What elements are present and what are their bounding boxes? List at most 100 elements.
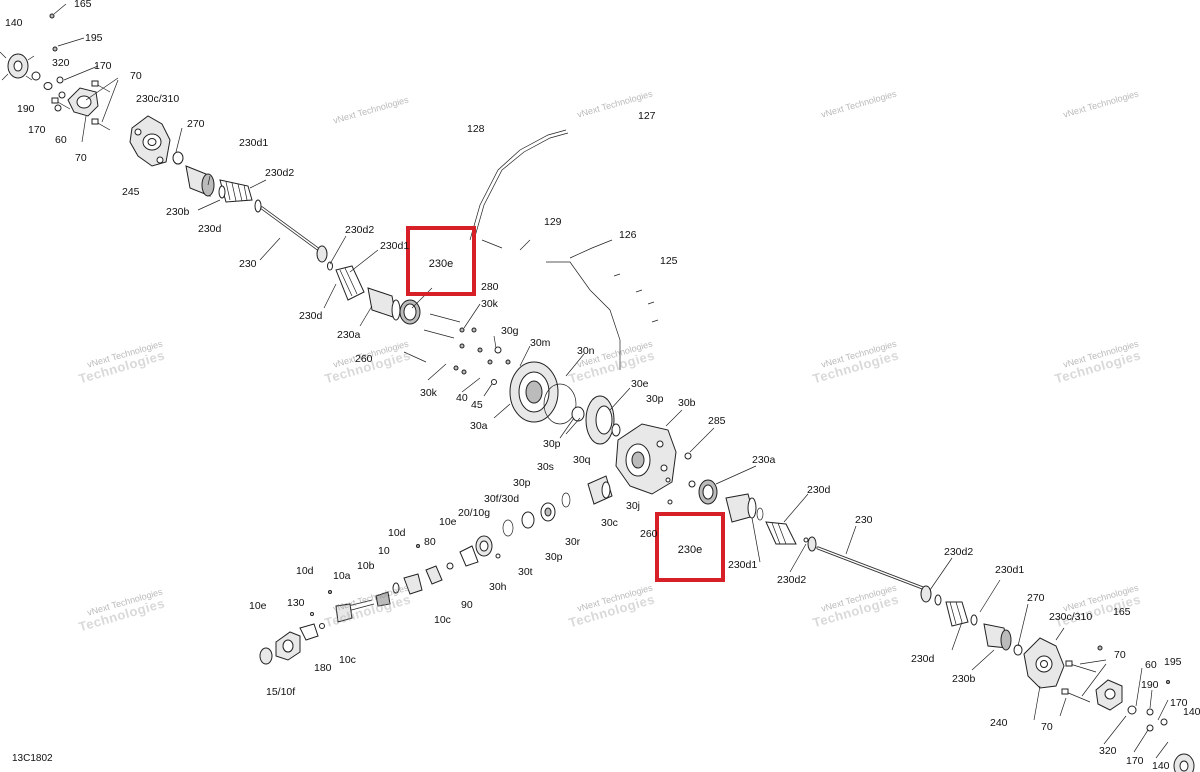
callout-label: 30p [646,393,664,405]
callout-label: 127 [638,110,656,122]
callout-label: 126 [619,229,637,241]
callout-label: 190 [17,103,35,115]
callout-label: 230a [752,454,776,466]
callout-label: 10a [333,570,351,582]
callout-label: 30r [565,536,581,548]
callout-label: 230d2 [777,574,807,586]
callout-label: 80 [424,536,436,548]
pinion-icon [587,475,613,505]
callout-label: 230d1 [239,137,269,149]
callout-label: 230d1 [995,564,1025,576]
callout-label: 30k [481,298,498,310]
callout-label: 190 [1141,679,1159,691]
bearing-icon [172,151,184,165]
callout-label: 230d1 [728,559,758,571]
callout-label: 70 [1041,721,1053,733]
callout-label: 260 [640,528,658,540]
callout-label: 230d [911,653,935,665]
differential-assembly [459,361,692,567]
callout-label: 129 [544,216,562,228]
callout-label: 230d2 [345,224,375,236]
callout-label: 70 [130,70,142,82]
callout-label: 30q [573,454,591,466]
lower-right-assembly [688,479,1195,772]
callout-label: 40 [456,392,468,404]
callout-label: 230d1 [380,240,410,252]
callout-label: 180 [314,662,332,674]
callout-label: 170 [94,60,112,72]
callout-label: 195 [85,32,103,44]
nut-icon [31,13,66,112]
callout-label: 60 [1145,659,1157,671]
callout-label: 230d [198,223,222,235]
callout-label: 245 [122,186,140,198]
callout-label: 90 [461,599,473,611]
flange-icon [1095,679,1123,711]
callout-label: 170 [28,124,46,136]
callout-label: 30p [513,477,531,489]
bolt-icon [51,80,111,131]
callout-label: 30g [501,325,519,337]
callout-label: 45 [471,399,483,411]
housing-icon [509,361,559,423]
callout-label: 30m [530,337,551,349]
gear-icon [585,395,615,445]
prop-shaft-assembly [259,544,454,665]
flange-icon [67,87,99,117]
callout-label: 285 [708,415,726,427]
cable-icon [469,129,659,370]
cv-joint-icon [367,287,401,321]
callout-label: 230a [337,329,361,341]
callout-label: 230b [166,206,190,218]
upper-left-assembly [0,13,421,325]
drawing-code: 13C1802 [12,753,53,764]
cv-joint-icon [185,165,215,197]
seal-icon [259,647,273,665]
callout-label: 140 [1183,706,1200,718]
callout-label: 10d [388,527,406,539]
callout-label: 30h [489,581,507,593]
shaft-icon [816,546,930,592]
callout-label: 260 [355,353,373,365]
boot-icon [765,521,797,545]
callout-label: 165 [1113,606,1131,618]
hub-icon [1173,753,1195,772]
highlight-box-lower[interactable]: 230e [655,512,725,582]
housing-icon [615,423,677,495]
cv-joint-icon [725,493,757,523]
shaft-icon [260,206,324,254]
callout-label: 128 [467,123,485,135]
hub-icon [0,51,35,81]
pin-icon [403,313,511,385]
callout-label: 230d [299,310,323,322]
highlight-box-upper[interactable]: 230e [406,226,476,296]
callout-label: 140 [1152,760,1170,772]
callout-label: 70 [1114,649,1126,661]
callout-label: 230d2 [265,167,295,179]
callout-label: 60 [55,134,67,146]
callout-label: 125 [660,255,678,267]
gear-icon [698,479,718,505]
callout-label: 230 [239,258,257,270]
callout-label: 130 [287,597,305,609]
flange-icon [475,535,493,557]
callout-label: 230c/310 [136,93,180,105]
yoke-icon [275,631,301,661]
callout-label: 30b [678,397,696,409]
callout-label: 10d [296,565,314,577]
callout-label: 30a [470,420,488,432]
knuckle-icon [1023,637,1065,689]
callout-label: 30s [537,461,554,473]
callout-label: 30p [543,438,561,450]
callout-label: 170 [1126,755,1144,767]
callout-label: 30e [631,378,649,390]
callout-label: 70 [75,152,87,164]
callout-label: 30f/30d [484,493,520,505]
callout-label: 170 [1170,697,1188,709]
callout-label: 15/10f [266,686,296,698]
callout-label: 10c [434,614,451,626]
callout-label: 230d2 [944,546,974,558]
callout-label: 230 [855,514,873,526]
